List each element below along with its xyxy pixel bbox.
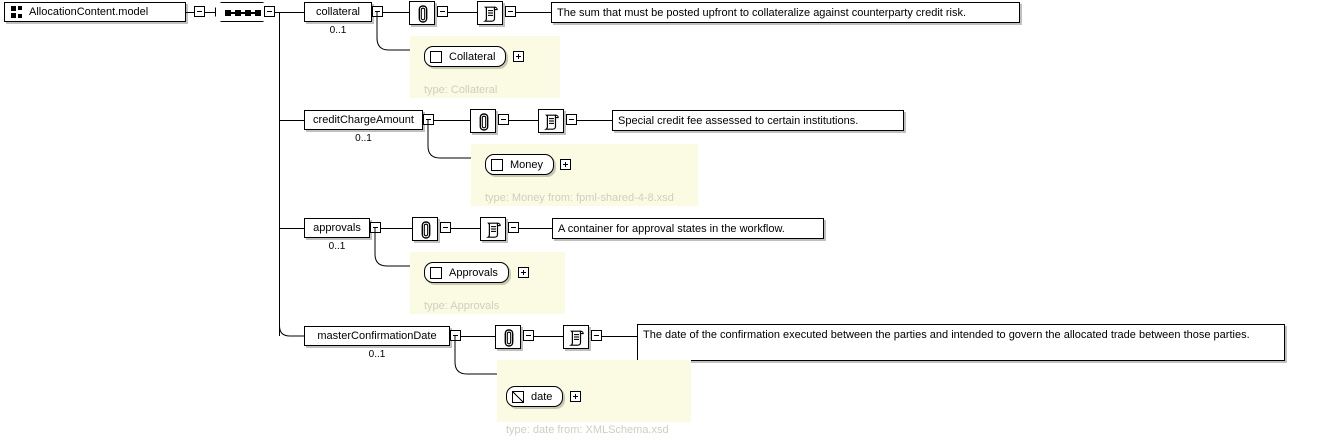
- connector-annotation-to-doc-approvals: [451, 228, 481, 229]
- documentation-text-approvals: A container for approval states in the w…: [552, 218, 824, 239]
- curve-collateral-to-type: [376, 12, 416, 51]
- root-model-label: AllocationContent.model: [29, 6, 149, 18]
- expander-doc-approvals[interactable]: [508, 222, 519, 233]
- connector-masterConfirmationDate-to-annotation: [461, 336, 496, 337]
- type-name-masterConfirmationDate: date: [531, 390, 553, 403]
- curve-approvals-to-type: [374, 228, 424, 267]
- paperclip-glyph: [418, 5, 428, 23]
- connector-root-to-expander: [186, 12, 194, 13]
- root-model-box[interactable]: AllocationContent.model: [4, 2, 186, 22]
- curve-creditChargeAmount-to-type: [427, 120, 477, 159]
- expander-type-creditChargeAmount[interactable]: [560, 159, 571, 170]
- complex-type-icon: [430, 266, 442, 279]
- element-box-collateral[interactable]: collateral: [304, 2, 372, 22]
- branch-curve-masterConfirmationDate: [279, 318, 310, 337]
- type-caption-approvals: type: Approvals: [424, 300, 500, 312]
- documentation-text-masterConfirmationDate: The date of the confirmation executed be…: [637, 324, 1285, 361]
- annotation-paperclip-icon-creditChargeAmount[interactable]: [470, 109, 496, 133]
- scroll-glyph: [486, 222, 501, 238]
- documentation-scroll-icon-collateral[interactable]: [477, 1, 503, 25]
- connector-doc-to-text-creditChargeAmount: [577, 120, 613, 121]
- cardinality-masterConfirmationDate: 0..1: [368, 349, 386, 360]
- expander-doc-collateral[interactable]: [505, 6, 516, 17]
- connector-collateral-to-annotation: [383, 12, 410, 13]
- complex-type-icon: [491, 158, 503, 171]
- scroll-glyph: [569, 330, 584, 346]
- type-pill-collateral[interactable]: Collateral: [424, 46, 507, 67]
- expander-doc-masterConfirmationDate[interactable]: [591, 330, 602, 341]
- scroll-glyph: [544, 114, 559, 130]
- annotation-paperclip-icon-masterConfirmationDate[interactable]: [495, 325, 521, 349]
- branch-line-creditChargeAmount: [279, 120, 305, 121]
- documentation-scroll-icon-approvals[interactable]: [480, 217, 506, 241]
- type-name-creditChargeAmount: Money: [510, 158, 544, 171]
- documentation-scroll-icon-masterConfirmationDate[interactable]: [563, 325, 589, 349]
- type-caption-creditChargeAmount: type: Money from: fpml-shared-4-8.xsd: [485, 192, 674, 204]
- type-caption-masterConfirmationDate: type: date from: XMLSchema.xsd: [506, 424, 669, 436]
- model-group-icon: [11, 6, 24, 18]
- expander-doc-creditChargeAmount[interactable]: [566, 114, 577, 125]
- sequence-icon: [225, 12, 261, 14]
- expander-sequence[interactable]: [264, 6, 275, 17]
- connector-doc-to-text-approvals: [519, 228, 553, 229]
- scroll-glyph: [483, 6, 498, 22]
- paperclip-glyph: [421, 221, 431, 239]
- complex-type-icon: [430, 50, 442, 63]
- tree-trunk-line: [279, 12, 280, 336]
- documentation-text-creditChargeAmount: Special credit fee assessed to certain i…: [612, 110, 904, 131]
- paperclip-glyph: [479, 113, 489, 131]
- connector-annotation-to-doc-collateral: [448, 12, 478, 13]
- documentation-text-collateral: The sum that must be posted upfront to c…: [551, 2, 1020, 23]
- simple-type-icon: [512, 390, 524, 403]
- documentation-scroll-icon-creditChargeAmount[interactable]: [538, 109, 564, 133]
- type-pill-approvals[interactable]: Approvals: [424, 262, 509, 283]
- expander-annotation-creditChargeAmount[interactable]: [498, 114, 509, 125]
- element-box-approvals[interactable]: approvals: [304, 218, 370, 238]
- type-name-collateral: Collateral: [449, 50, 496, 63]
- connector-expander-out: [275, 12, 280, 13]
- type-pill-masterConfirmationDate[interactable]: date: [506, 386, 564, 407]
- branch-line-collateral: [279, 12, 305, 13]
- curve-masterConfirmationDate-to-type: [454, 336, 506, 375]
- connector-creditChargeAmount-to-annotation: [434, 120, 471, 121]
- cardinality-approvals: 0..1: [328, 241, 346, 252]
- type-pill-creditChargeAmount[interactable]: Money: [485, 154, 555, 175]
- element-box-masterConfirmationDate[interactable]: masterConfirmationDate: [304, 326, 450, 346]
- connector-annotation-to-doc-masterConfirmationDate: [534, 336, 564, 337]
- cardinality-collateral: 0..1: [329, 25, 347, 36]
- sequence-compositor[interactable]: [215, 2, 269, 22]
- expander-type-collateral[interactable]: [513, 51, 524, 62]
- type-caption-collateral: type: Collateral: [424, 84, 498, 96]
- cardinality-creditChargeAmount: 0..1: [355, 133, 372, 144]
- expander-type-masterConfirmationDate[interactable]: [570, 391, 581, 402]
- connector-doc-to-text-masterConfirmationDate: [602, 336, 638, 337]
- element-box-creditChargeAmount[interactable]: creditChargeAmount: [304, 110, 423, 130]
- expander-annotation-collateral[interactable]: [437, 6, 448, 17]
- paperclip-glyph: [504, 329, 514, 347]
- connector-doc-to-text-collateral: [516, 12, 552, 13]
- expander-root[interactable]: [194, 6, 205, 17]
- connector-annotation-to-doc-creditChargeAmount: [509, 120, 539, 121]
- connector-expander-to-sequence: [205, 12, 217, 13]
- expander-annotation-approvals[interactable]: [440, 222, 451, 233]
- expander-annotation-masterConfirmationDate[interactable]: [523, 330, 534, 341]
- annotation-paperclip-icon-collateral[interactable]: [409, 1, 435, 25]
- type-name-approvals: Approvals: [449, 266, 498, 279]
- annotation-paperclip-icon-approvals[interactable]: [412, 217, 438, 241]
- branch-line-approvals: [279, 228, 305, 229]
- connector-approvals-to-annotation: [381, 228, 413, 229]
- expander-type-approvals[interactable]: [518, 267, 529, 278]
